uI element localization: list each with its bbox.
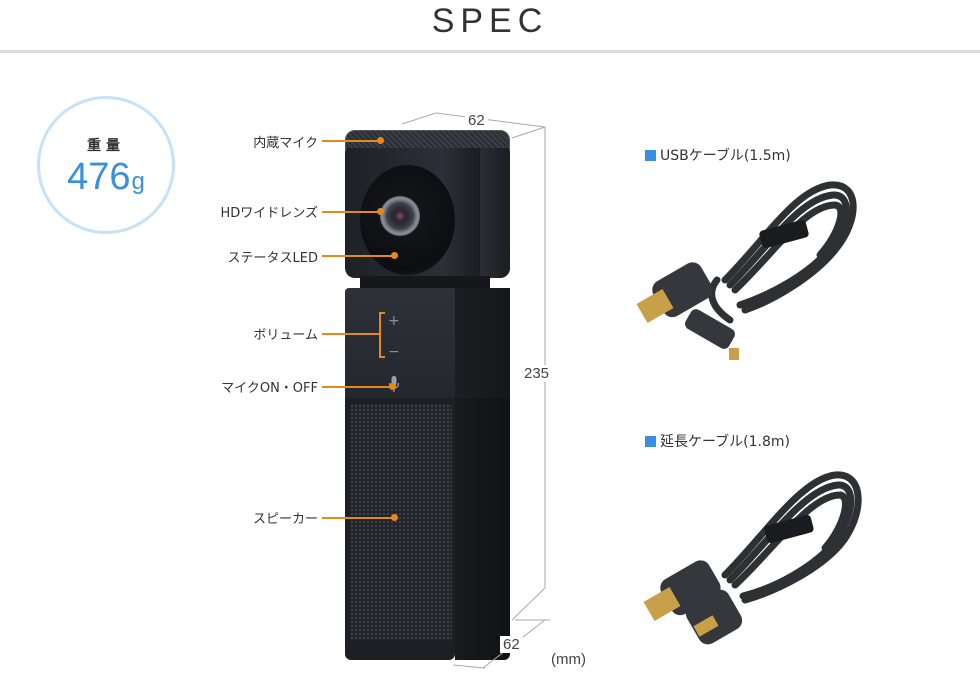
volume-plus-icon: + (388, 313, 400, 329)
callout-built-in-mic: 内蔵マイク (200, 131, 318, 151)
hd-wide-lens (380, 196, 420, 236)
callout-label: マイクON・OFF (221, 380, 318, 396)
speaker-grille (350, 404, 452, 640)
callout-dot (391, 514, 398, 521)
accessory-label: 延長ケーブル(1.8m) (660, 434, 790, 450)
weight-badge: 重量 476g (37, 96, 175, 234)
callout-line (322, 211, 380, 213)
callout-dot (377, 208, 384, 215)
title-divider (0, 50, 980, 53)
dimension-unit: (mm) (551, 651, 586, 668)
callout-line (322, 255, 394, 257)
callout-label: ボリューム (253, 327, 318, 343)
extension-cable-image (643, 471, 862, 645)
callout-label: スピーカー (252, 511, 318, 527)
dimension-depth: 62 (500, 636, 523, 653)
callout-line (322, 140, 380, 142)
accessory-extension-cable-title: 延長ケーブル(1.8m) (645, 431, 790, 451)
callout-line (322, 386, 392, 388)
callout-line (322, 517, 394, 519)
accessory-label: USBケーブル(1.5m) (660, 148, 791, 164)
volume-bracket (379, 312, 385, 358)
blue-square-bullet-icon (645, 149, 656, 161)
callout-dot (389, 383, 396, 390)
dimension-width: 62 (465, 112, 488, 129)
callout-hd-wide-lens: HDワイドレンズ (190, 201, 318, 221)
callout-line (322, 333, 380, 335)
callout-label: ステータスLED (227, 250, 318, 266)
dimension-height: 235 (521, 365, 553, 382)
control-panel-side (455, 288, 510, 400)
callout-label: HDワイドレンズ (220, 205, 318, 221)
weight-value-wrap: 476g (40, 156, 172, 199)
weight-unit: g (131, 168, 145, 195)
device-neck (360, 276, 490, 290)
page-title: SPEC (431, 2, 549, 40)
usb-cable-image (636, 181, 857, 360)
callout-dot (391, 252, 398, 259)
callout-dot (377, 137, 384, 144)
speaker-body-side (455, 398, 510, 660)
accessory-usb-cable-title: USBケーブル(1.5m) (645, 145, 791, 165)
callout-status-led: ステータスLED (190, 246, 318, 266)
control-panel (345, 288, 455, 400)
callout-speaker: スピーカー (190, 507, 318, 527)
volume-minus-icon: − (388, 344, 400, 360)
camera-head-side (480, 148, 510, 278)
callout-volume: ボリューム (190, 323, 318, 343)
blue-square-bullet-icon (645, 435, 656, 447)
callout-mic-on-off: マイクON・OFF (190, 376, 318, 396)
weight-value: 476 (67, 156, 131, 198)
callout-label: 内蔵マイク (253, 135, 318, 151)
weight-label: 重量 (87, 138, 125, 154)
